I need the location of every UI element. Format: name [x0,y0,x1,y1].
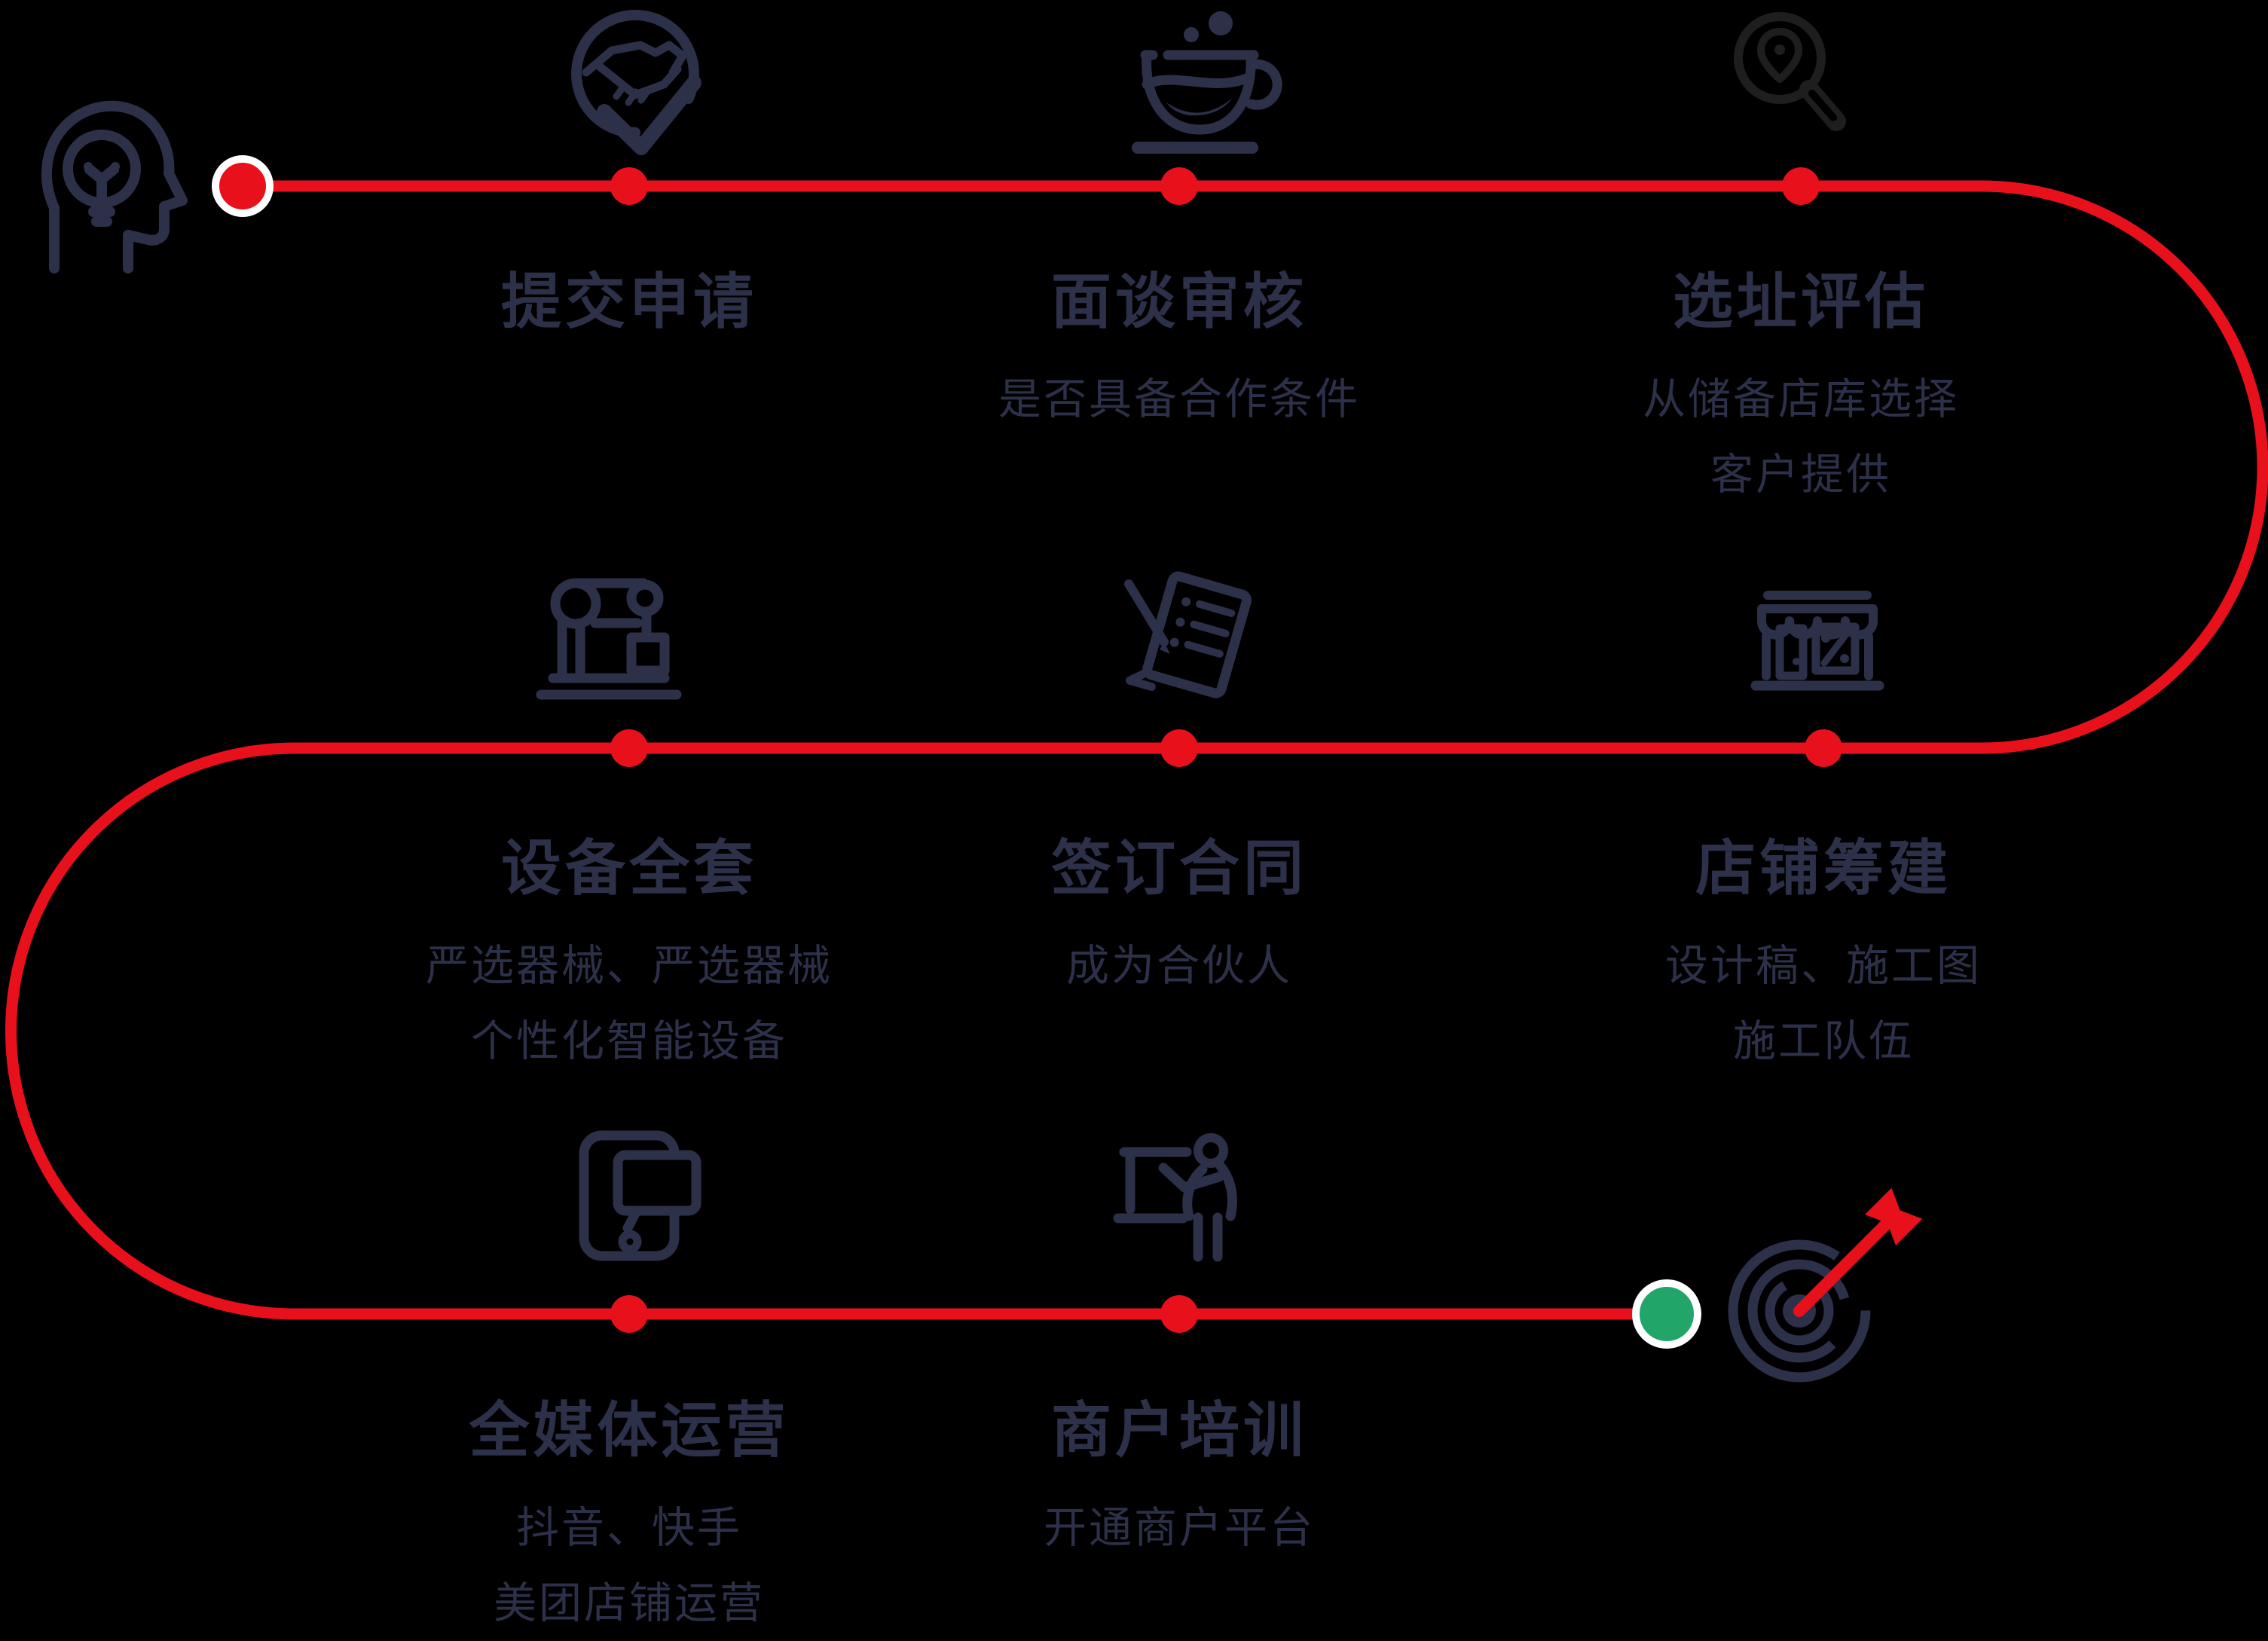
step-dot [610,1295,648,1333]
step-merchant-training: 商户培训 开通商户平台 [870,1391,1488,1566]
step-title: 商户培训 [1051,1397,1307,1464]
start-dot [212,155,274,217]
step-dot [610,729,648,767]
step-dot [1805,729,1842,767]
step-title: 签订合同 [1051,835,1307,902]
step-dot [1160,729,1198,767]
step-subtitle-line: 客户提供 [1710,451,1891,499]
step-full-equipment: 设备全套 严选器械、严选器械 个性化智能设备 [320,829,938,1079]
step-title: 面谈审核 [1051,268,1307,335]
step-subtitle-line: 施工队伍 [1733,1017,1914,1065]
step-submit-application: 提交申请 [320,262,938,342]
step-subtitle-line: 个性化智能设备 [471,1017,787,1065]
step-dot [1160,167,1198,205]
gym-machine-icon [536,578,682,700]
step-subtitle-line: 从储备店库选择 [1643,375,1959,423]
step-subtitle-line: 严选器械、严选器械 [426,942,833,990]
step-subtitle: 是否具备合作条件 [998,375,1360,423]
dart-arrow [1793,1187,1923,1317]
step-interview-review: 面谈审核 是否具备合作条件 [870,262,1488,437]
contract-sign-icon [1124,571,1252,698]
step-dot [1160,1295,1198,1333]
step-site-evaluation: 选址评估 从储备店库选择 客户提供 [1492,262,2110,512]
process-path [5,180,2268,1320]
step-title: 店铺筹建 [1695,835,1952,902]
storefront-icon [1750,591,1884,691]
coffee-cup-icon [1132,11,1282,154]
location-search-icon [1734,12,1846,131]
step-media-operation: 全媒体运营 抖音、快手 美团店铺运营 [320,1391,938,1641]
step-title: 选址评估 [1673,268,1929,335]
end-dot [1632,1279,1701,1349]
step-title: 提交申请 [501,268,757,335]
handshake-check-icon [571,10,701,155]
step-dot [1782,167,1820,205]
step-store-preparation: 店铺筹建 设计稿、施工图 施工队伍 [1515,829,2132,1079]
step-subtitle: 抖音、快手 美团店铺运营 [320,1490,938,1641]
step-dot [610,167,648,205]
step-subtitle-line: 抖音、快手 [516,1504,742,1552]
step-subtitle: 严选器械、严选器械 个性化智能设备 [320,928,938,1079]
step-subtitle: 从储备店库选择 客户提供 [1492,362,2110,512]
step-subtitle-line: 美团店铺运营 [494,1579,765,1627]
step-subtitle: 成为合伙人 [1066,942,1292,990]
step-subtitle: 开通商户平台 [1044,1504,1315,1552]
step-title: 设备全套 [501,835,757,902]
idea-head-icon [41,100,188,274]
step-sign-contract: 签订合同 成为合伙人 [870,829,1488,1004]
step-subtitle: 设计稿、施工图 施工队伍 [1515,928,2132,1079]
teacher-icon [1113,1133,1237,1262]
step-subtitle-line: 设计稿、施工图 [1665,942,1982,990]
target-dart-icon [1728,1187,1923,1383]
step-title: 全媒体运营 [469,1397,790,1464]
phone-chat-icon [579,1130,701,1261]
